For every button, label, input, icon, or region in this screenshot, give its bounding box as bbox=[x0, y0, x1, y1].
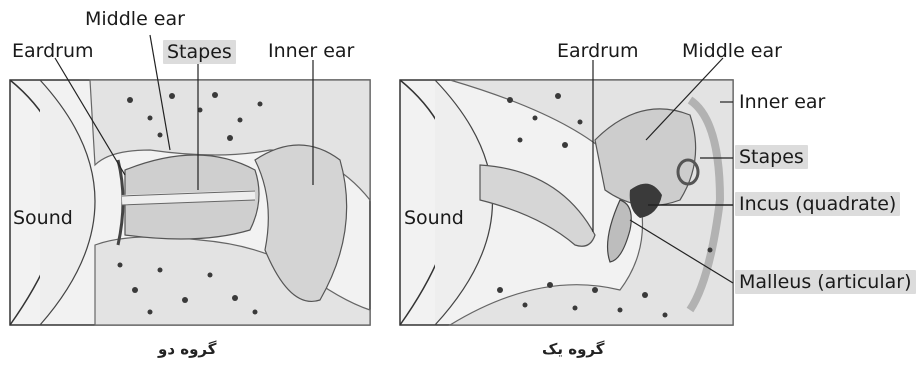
label-middle-ear: Middle ear bbox=[682, 40, 782, 62]
label-inner-ear: Inner ear bbox=[268, 40, 354, 62]
label-middle-ear: Middle ear bbox=[85, 8, 185, 30]
label-stapes: Stapes bbox=[735, 145, 808, 169]
label-eardrum: Eardrum bbox=[12, 40, 94, 62]
caption-group-two: گروه دو bbox=[158, 340, 216, 358]
caption-group-one: گروه یک bbox=[542, 340, 604, 358]
label-malleus: Malleus (articular) bbox=[735, 270, 916, 294]
left-ear-diagram: Middle ear Eardrum Stapes Inner ear Soun… bbox=[0, 0, 440, 383]
label-stapes: Stapes bbox=[163, 40, 236, 64]
label-incus: Incus (quadrate) bbox=[735, 192, 900, 216]
right-ear-diagram: Eardrum Middle ear Inner ear Stapes Incu… bbox=[390, 0, 917, 383]
label-sound: Sound bbox=[404, 207, 464, 229]
label-inner-ear: Inner ear bbox=[739, 91, 825, 113]
label-sound: Sound bbox=[13, 207, 73, 229]
label-eardrum: Eardrum bbox=[557, 40, 639, 62]
